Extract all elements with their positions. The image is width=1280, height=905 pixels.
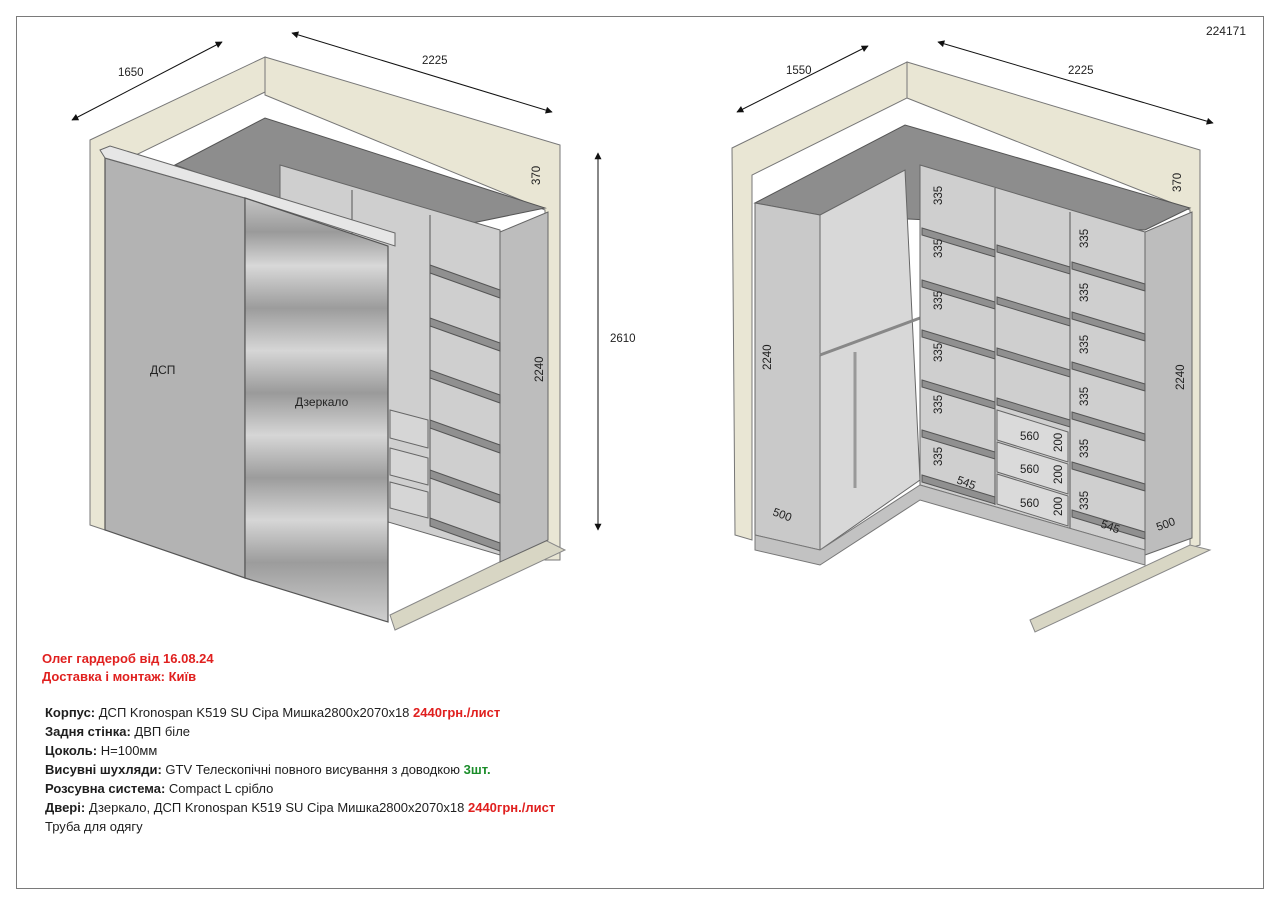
shelf-spacing-0: 335: [933, 186, 945, 205]
shelf-spacing-right-5: 335: [1079, 491, 1091, 510]
spec-line: Розсувна система: Compact L срібло: [45, 779, 555, 798]
order-header: Олег гардероб від 16.08.24 Доставка і мо…: [42, 650, 214, 686]
right-shelves: [921, 227, 1146, 540]
order-delivery: Доставка і монтаж: Київ: [42, 669, 197, 684]
right-drawers: [996, 409, 1069, 527]
spec-text: Дзеркало, ДСП Kronospan K519 SU Сіра Миш…: [85, 800, 468, 815]
spec-line: Труба для одягу: [45, 817, 555, 836]
dim-right-width: 2225: [1068, 65, 1094, 77]
spec-list: Корпус: ДСП Kronospan K519 SU Сіра Мишка…: [45, 703, 555, 836]
drawer-width-2: 560: [1020, 498, 1039, 510]
spec-price: 2440грн./лист: [413, 705, 501, 720]
shelf-spacing-right-0: 335: [1079, 229, 1091, 248]
drawing-frame: [16, 16, 1264, 889]
right-plinth: [754, 484, 1146, 566]
right-left-side: [754, 202, 821, 551]
shelf-spacing-right-3: 335: [1079, 387, 1091, 406]
order-title: Олег гардероб від 16.08.24: [42, 651, 214, 666]
shelf-spacing-5: 335: [933, 447, 945, 466]
spec-line: Висувні шухляди: GTV Телескопічні повног…: [45, 760, 555, 779]
right-floor-strip: [1029, 544, 1212, 633]
door-chipboard-label: ДСП: [150, 363, 175, 377]
spec-label: Двері:: [45, 800, 86, 815]
drawer-width-1: 560: [1020, 464, 1039, 476]
dim-right-right-height: 2240: [1175, 364, 1187, 390]
spec-label: Розсувна система:: [45, 781, 166, 796]
dim-line-right-width: [937, 40, 1214, 125]
spec-text: GTV Телескопічні повного висування з дов…: [161, 762, 464, 777]
shelf-spacing-2: 335: [933, 291, 945, 310]
order-number: 224171: [1205, 24, 1246, 38]
spec-text: ДСП Kronospan K519 SU Сіра Мишка2800х207…: [95, 705, 414, 720]
drawer-height-2: 200: [1053, 497, 1065, 516]
right-view: 1550 2225 370 2240 2240 500 500 545 545 …: [731, 40, 1214, 633]
right-side-panel: [1144, 211, 1193, 556]
spec-quantity: 3шт.: [463, 762, 491, 777]
spec-text: ДВП біле: [130, 724, 191, 739]
left-drawers: [389, 409, 429, 519]
spec-label: Висувні шухляди:: [45, 762, 162, 777]
shelf-spacing-4: 335: [933, 395, 945, 414]
shelf-spacing-right-4: 335: [1079, 439, 1091, 458]
dim-line-left-width: [291, 31, 553, 114]
drawer-height-1: 200: [1053, 465, 1065, 484]
shelf-spacing-1: 335: [933, 239, 945, 258]
drawer-width-0: 560: [1020, 431, 1039, 443]
spec-line: Цоколь: Н=100мм: [45, 741, 555, 760]
door-mirror: [244, 197, 389, 623]
spec-text: Труба для одягу: [45, 819, 143, 834]
door-mirror-label: Дзеркало: [295, 395, 349, 409]
dim-left-body-height: 2240: [534, 356, 546, 382]
spec-label: Корпус:: [45, 705, 96, 720]
right-left-interior: [819, 169, 921, 551]
spec-line: Двері: Дзеркало, ДСП Kronospan K519 SU С…: [45, 798, 555, 817]
hanging-rail: [819, 316, 921, 357]
left-wall-back: [264, 56, 561, 561]
shelf-spacing-labels: 335 335 335 335 335 335 335 335 335 335 …: [933, 186, 1091, 510]
shelf-spacing-right-2: 335: [1079, 335, 1091, 354]
shelf-spacing-right-1: 335: [1079, 283, 1091, 302]
spec-price: 2440грн./лист: [467, 800, 556, 815]
drawer-height-0: 200: [1053, 433, 1065, 452]
dim-line-left-depth: [71, 41, 223, 121]
shelf-spacing-3: 335: [933, 343, 945, 362]
spec-label: Цоколь:: [45, 743, 98, 758]
drawer-labels: 560 560 560 200 200 200: [1020, 431, 1065, 516]
dim-right-left-height: 2240: [762, 344, 774, 370]
left-floor-strip: [389, 539, 567, 631]
door-rail: [99, 145, 396, 247]
dim-right-depth: 1550: [786, 65, 812, 77]
dim-left-depth: 1650: [118, 67, 144, 79]
spec-label: Задня стінка:: [45, 724, 131, 739]
left-view: ДСП Дзеркало 1650 2225 2610 370 2240: [71, 31, 636, 631]
spec-text: Н=100мм: [97, 743, 158, 758]
dim-line-right-depth: [736, 45, 869, 113]
spec-line: Корпус: ДСП Kronospan K519 SU Сіра Мишка…: [45, 703, 555, 722]
dim-right-top-shelf: 370: [1172, 173, 1184, 192]
dim-left-width: 2225: [422, 55, 448, 67]
spec-text: Compact L срібло: [165, 781, 274, 796]
spec-line: Задня стінка: ДВП біле: [45, 722, 555, 741]
dim-left-top-shelf: 370: [531, 166, 543, 185]
dim-left-height-total: 2610: [610, 333, 636, 345]
left-side-panel: [499, 211, 549, 563]
